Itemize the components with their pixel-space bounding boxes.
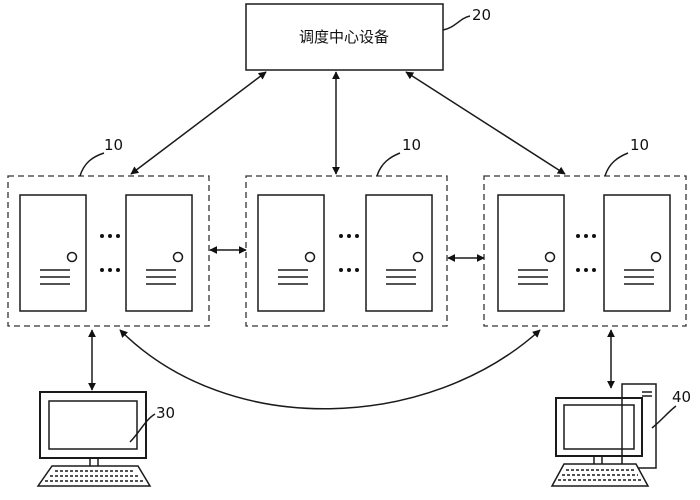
terminal-ref-label: 40: [672, 388, 691, 406]
keyboard-icon: [36, 465, 152, 487]
cluster-ref-label: 10: [402, 136, 421, 154]
dispatch-ref-label: 20: [472, 6, 491, 24]
monitor-icon: [39, 391, 147, 459]
server-icon: [19, 194, 87, 312]
server-icon: [365, 194, 433, 312]
cluster-ref-label: 10: [104, 136, 123, 154]
link-cluster-left-right: [119, 329, 541, 410]
link-dispatch-cluster-left: [130, 71, 267, 175]
server-cluster-middle: 10: [245, 136, 448, 327]
server-icon: [497, 194, 565, 312]
server-cluster-left: 10: [7, 136, 210, 327]
ellipsis-icon: [576, 234, 596, 272]
dispatch-center-label: 调度中心设备: [299, 28, 389, 46]
ellipsis-icon: [339, 234, 359, 272]
terminal-30: 30: [36, 391, 175, 487]
server-icon: [603, 194, 671, 312]
server-icon: [257, 194, 325, 312]
terminal-40: 40: [550, 383, 691, 487]
server-cluster-right: 10: [483, 136, 687, 327]
terminal-ref-label: 30: [156, 404, 175, 422]
dispatch-ref: 20: [442, 6, 491, 31]
cluster-ref-label: 10: [630, 136, 649, 154]
ellipsis-icon: [100, 234, 120, 272]
link-dispatch-cluster-right: [405, 71, 566, 175]
monitor-icon: [555, 397, 643, 457]
server-icon: [125, 194, 193, 312]
dispatch-center-box: 调度中心设备: [245, 3, 444, 71]
